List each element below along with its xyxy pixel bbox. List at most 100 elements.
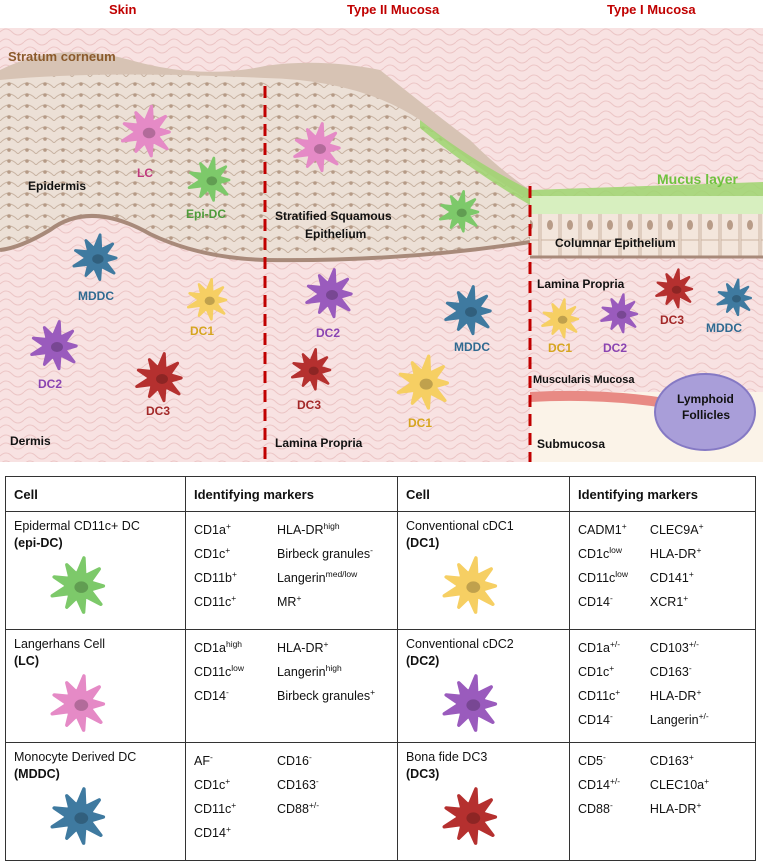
marker-item: CD14- bbox=[578, 590, 650, 614]
marker-name: Langerin bbox=[649, 713, 699, 727]
epi-dc-cell bbox=[187, 156, 231, 202]
table-row: Monocyte Derived DC(MDDC)AF-CD1c+CD11c+C… bbox=[5, 742, 756, 861]
marker-name: CD14 bbox=[578, 595, 610, 609]
marker-item: CD141+ bbox=[650, 566, 747, 590]
marker-item: CD163- bbox=[650, 660, 747, 684]
marker-name: CD11c bbox=[194, 802, 232, 816]
marker-name: CD163 bbox=[649, 754, 689, 768]
marker-name: CD14 bbox=[578, 778, 610, 792]
cell-type-cell: Monocyte Derived DC (MDDC) bbox=[5, 742, 186, 861]
marker-item: MR+ bbox=[277, 590, 389, 614]
tissue-diagram: Skin Type II Mucosa Type I Mucosa Stratu… bbox=[0, 2, 763, 462]
marker-expression: + bbox=[231, 800, 237, 810]
cell-type-name: Epidermal CD11c+ DC bbox=[14, 519, 140, 533]
mddc-cell-glyph bbox=[50, 787, 106, 845]
dc2-label-ii: DC2 bbox=[316, 326, 341, 340]
cell-type-abbreviation: (DC3) bbox=[406, 767, 440, 781]
marker-item: Langerin+/- bbox=[650, 708, 747, 732]
mddc-cell bbox=[72, 233, 118, 281]
marker-item: CD11c+ bbox=[194, 797, 277, 821]
region-title-type-ii-mucosa: Type II Mucosa bbox=[347, 2, 440, 17]
marker-name: CD11c bbox=[194, 595, 232, 609]
marker-name: CD11b bbox=[194, 571, 232, 585]
dc3-cell bbox=[290, 347, 332, 391]
marker-expression: - bbox=[688, 663, 692, 673]
marker-item: CD11b+ bbox=[194, 566, 277, 590]
marker-expression: +/- bbox=[609, 639, 621, 649]
dc1-label-skin: DC1 bbox=[190, 324, 215, 338]
marker-table-container: Cell Identifying markers Cell Identifyin… bbox=[5, 476, 756, 861]
marker-name: MR bbox=[276, 595, 297, 609]
cell-type-abbreviation: (LC) bbox=[14, 654, 39, 668]
marker-name: CD5 bbox=[578, 754, 604, 768]
table-row: Epidermal CD11c+ DC(epi-DC)CD1a+CD1c+CD1… bbox=[5, 511, 756, 630]
marker-item: Birbeck granules- bbox=[277, 542, 389, 566]
marker-expression: med/low bbox=[325, 569, 358, 579]
marker-item: AF- bbox=[194, 749, 277, 773]
marker-name: XCR1 bbox=[649, 595, 684, 609]
epidermis-label: Epidermis bbox=[28, 179, 87, 193]
marker-item: CD5- bbox=[578, 749, 650, 773]
cell-type-name: Monocyte Derived DC bbox=[14, 750, 137, 764]
dc1-cell bbox=[396, 354, 449, 410]
marker-name: CD88 bbox=[578, 802, 610, 816]
marker-expression: +/- bbox=[698, 711, 709, 721]
cell-type-abbreviation: (MDDC) bbox=[14, 767, 60, 781]
marker-expression: - bbox=[315, 776, 319, 786]
stratified-squamous-label: Stratified Squamous bbox=[275, 209, 392, 223]
marker-name: CD141 bbox=[649, 571, 689, 585]
marker-expression: +/- bbox=[308, 800, 320, 810]
marker-expression: - bbox=[609, 711, 613, 721]
epi-dc-cell bbox=[438, 189, 480, 233]
marker-expression: + bbox=[225, 545, 231, 555]
tissue-illustration bbox=[0, 28, 763, 462]
dc2-cell-icon bbox=[442, 674, 498, 732]
marker-item: HLA-DR+ bbox=[650, 542, 747, 566]
marker-item: HLA-DR+ bbox=[650, 684, 747, 708]
mddc-label-ii: MDDC bbox=[454, 340, 490, 354]
mddc-label-i: MDDC bbox=[706, 321, 742, 335]
lamina-propria-i-label: Lamina Propria bbox=[537, 277, 625, 291]
marker-expression: + bbox=[683, 593, 689, 603]
cell-type-name: Conventional cDC1 bbox=[406, 519, 514, 533]
dc3-label-skin: DC3 bbox=[146, 404, 171, 418]
marker-name: CD11c bbox=[194, 665, 232, 679]
marker-item: CD14- bbox=[578, 708, 650, 732]
marker-expression: - bbox=[370, 545, 373, 555]
marker-name: Langerin bbox=[276, 665, 326, 679]
marker-name: CD88 bbox=[276, 802, 309, 816]
marker-expression: +/- bbox=[609, 776, 621, 786]
dc1-cell-glyph bbox=[442, 556, 498, 614]
stratum-corneum-label: Stratum corneum bbox=[8, 49, 116, 64]
lymphoid-label: Lymphoid bbox=[677, 392, 734, 406]
dc3-label-ii: DC3 bbox=[297, 398, 322, 412]
marker-name: HLA-DR bbox=[649, 689, 697, 703]
header-cell: Cell bbox=[5, 476, 186, 512]
marker-expression: + bbox=[225, 521, 231, 531]
marker-expression: + bbox=[696, 687, 702, 697]
mddc-cell-icon bbox=[50, 787, 106, 845]
marker-expression: low bbox=[231, 663, 245, 673]
marker-item: CD11c+ bbox=[578, 684, 650, 708]
marker-name: CD103 bbox=[649, 641, 689, 655]
marker-name: HLA-DR bbox=[276, 641, 324, 655]
cell-type-cell: Langerhans Cell(LC) bbox=[5, 629, 186, 743]
marker-name: CD11c bbox=[578, 689, 616, 703]
marker-expression: +/- bbox=[688, 639, 699, 649]
dc2-cell-glyph bbox=[442, 674, 498, 732]
marker-item: CD1a+ bbox=[194, 518, 277, 542]
marker-name: CD11c bbox=[578, 571, 616, 585]
dc2-label-skin: DC2 bbox=[38, 377, 63, 391]
marker-item: CD14+ bbox=[194, 821, 277, 845]
lc-cell-icon bbox=[50, 674, 106, 732]
marker-item: CD1ahigh bbox=[194, 636, 277, 660]
marker-expression: - bbox=[609, 593, 613, 603]
header-markers: Identifying markers bbox=[569, 476, 756, 512]
marker-item: Langerinhigh bbox=[277, 660, 389, 684]
cell-type-cell: Conventional cDC1 (DC1) bbox=[397, 511, 570, 630]
dc1-cell bbox=[186, 277, 228, 321]
dc3-cell-glyph bbox=[442, 787, 498, 845]
cell-type-abbreviation: (DC1) bbox=[406, 536, 440, 550]
